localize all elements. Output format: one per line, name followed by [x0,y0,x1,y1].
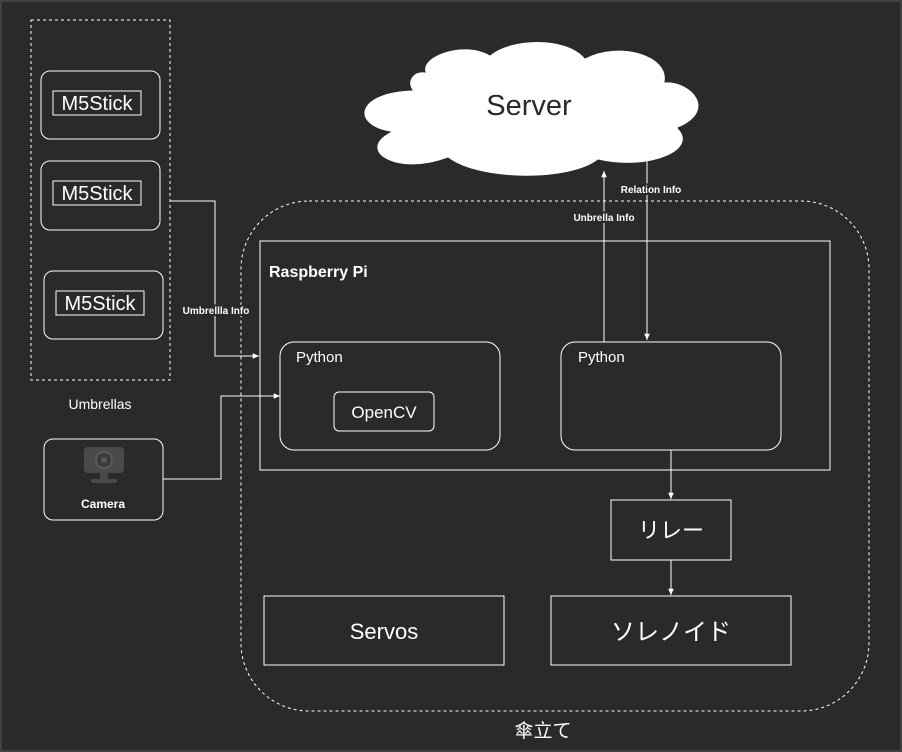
python-right-label: Python [578,349,625,366]
solenoid-label: ソレノイド [611,619,731,646]
opencv-node [333,391,435,432]
m5stick-label-1: M5Stick [61,93,133,115]
umbrellas-container [30,19,171,381]
server-cloud: Server [363,41,700,177]
webcam-icon [84,447,124,483]
m5stick-label-box-1 [52,90,142,116]
edge-label-unbrella-info: Unbrella Info [573,213,634,224]
opencv-label: OpenCV [351,403,417,422]
servos-label: Servos [350,619,418,644]
m5stick-node-1 [40,70,161,140]
m5stick-node-2 [40,160,161,231]
m5stick-label-box-2 [52,180,142,206]
servos-node [263,595,505,666]
relay-label: リレー [638,518,704,543]
server-label: Server [486,90,572,122]
m5stick-label-2: M5Stick [61,183,133,205]
umbrellas-group: M5Stick M5Stick M5Stick Umbrellas [30,19,171,412]
edge-label-relation-info: Relation Info [621,185,682,196]
edge-m5stick-to-python [170,200,259,359]
raspberry-pi-label: Raspberry Pi [269,264,368,281]
umbrellas-label: Umbrellas [68,396,131,412]
umbrella-stand-container [240,200,870,712]
camera-node: Camera [43,438,164,521]
edge-label-umbrella-info: Umbrellla Info [183,306,250,317]
m5stick-label-box-3 [55,290,145,316]
umbrella-stand-label: 傘立て [514,720,571,742]
camera-label: Camera [81,497,125,511]
raspberry-pi-box [259,240,831,471]
edge-camera-to-python [163,393,280,480]
solenoid-node [550,595,792,666]
m5stick-label-3: M5Stick [64,293,136,315]
m5stick-node-3 [43,270,164,340]
python-left-label: Python [296,349,343,366]
